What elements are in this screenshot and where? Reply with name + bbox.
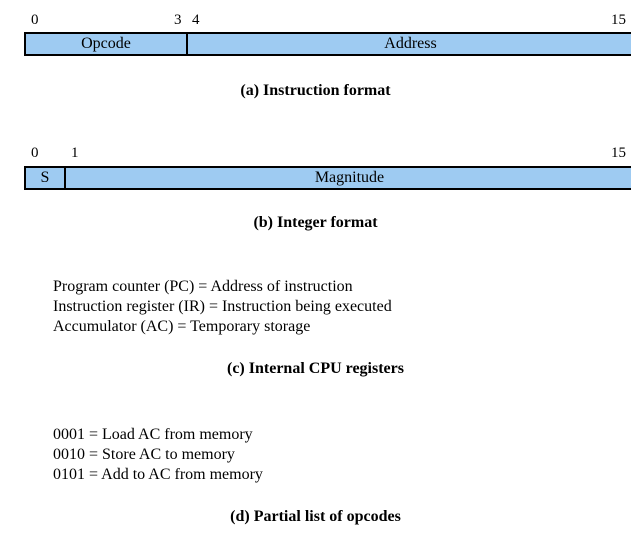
sign-field: S bbox=[40, 169, 50, 186]
opcode-line-store: 0010 = Store AC to memory bbox=[53, 446, 235, 463]
register-line-pc: Program counter (PC) = Address of instru… bbox=[53, 278, 353, 295]
magnitude-field: Magnitude bbox=[314, 169, 385, 186]
integer-bar: S Magnitude bbox=[24, 166, 631, 190]
instruction-bar: Opcode Address bbox=[24, 32, 631, 56]
register-line-ac: Accumulator (AC) = Temporary storage bbox=[53, 318, 311, 335]
bit-label-15: 15 bbox=[611, 145, 626, 161]
register-list: Program counter (PC) = Address of instru… bbox=[53, 277, 392, 337]
field-divider bbox=[186, 32, 188, 56]
opcode-field: Opcode bbox=[81, 35, 131, 52]
caption-d: (d) Partial list of opcodes bbox=[230, 508, 401, 525]
bit-label-1: 1 bbox=[71, 145, 79, 161]
bit-label-3: 3 bbox=[174, 12, 182, 28]
bit-label-0: 0 bbox=[31, 145, 39, 161]
caption-c: (c) Internal CPU registers bbox=[227, 360, 404, 377]
address-field: Address bbox=[384, 35, 437, 52]
bit-label-4: 4 bbox=[192, 12, 200, 28]
opcode-list: 0001 = Load AC from memory 0010 = Store … bbox=[53, 425, 263, 485]
opcode-line-add: 0101 = Add to AC from memory bbox=[53, 466, 263, 483]
caption-a: (a) Instruction format bbox=[240, 82, 391, 99]
opcode-line-load: 0001 = Load AC from memory bbox=[53, 426, 253, 443]
caption-b: (b) Integer format bbox=[253, 214, 378, 231]
bit-label-15: 15 bbox=[611, 12, 626, 28]
field-divider bbox=[64, 166, 66, 190]
bit-label-0: 0 bbox=[31, 12, 39, 28]
register-line-ir: Instruction register (IR) = Instruction … bbox=[53, 298, 392, 315]
